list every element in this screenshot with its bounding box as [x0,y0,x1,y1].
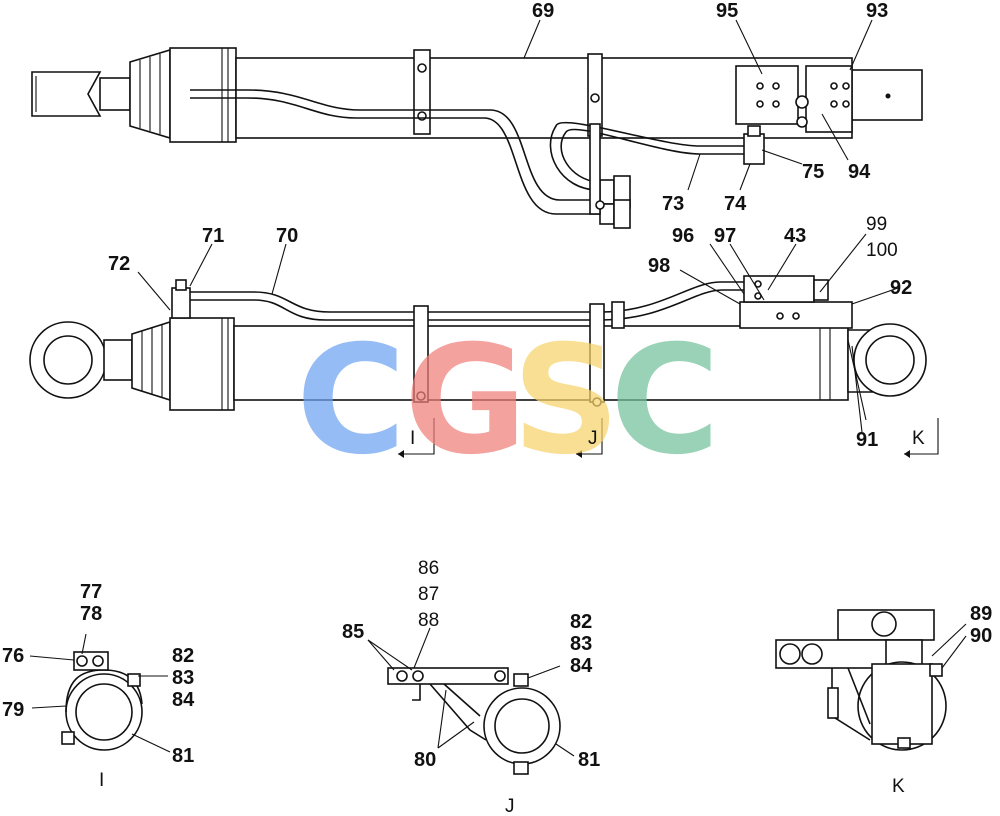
top-rod-end [31,71,102,117]
middle-pipe-70 [190,281,744,313]
callout-73: 73 [662,193,684,215]
callout-90: 90 [970,625,992,647]
view-caption-K: K [892,776,905,797]
callout-93: 93 [866,0,888,22]
view-K [775,609,947,751]
leader-lines [29,19,967,757]
callout-98: 98 [648,255,670,277]
callout-97: 97 [714,225,736,247]
section-mark-K [904,418,939,455]
view-I [61,651,143,751]
top-pipe-73 [190,89,600,201]
callout-76: 76 [2,645,24,667]
callout-82-view-I: 82 [172,645,194,667]
top-cylinder-head [169,47,237,143]
callout-83-view-J: 83 [570,633,592,655]
section-mark-J [576,418,603,455]
callout-92: 92 [890,277,912,299]
callout-91: 91 [856,429,878,451]
top-fitting-lower [613,199,631,229]
callout-83-view-I: 83 [172,667,194,689]
callout-85: 85 [342,621,364,643]
callout-69: 69 [532,0,554,22]
callout-43: 43 [784,225,806,247]
middle-valve-43 [743,275,815,303]
top-valve-block-2 [805,65,853,133]
callout-74: 74 [724,193,747,215]
callout-80: 80 [414,749,436,771]
top-pipe-73b [190,97,600,215]
top-valve-block [735,65,799,125]
middle-link-91 [847,339,867,421]
callout-numbers: 69 95 93 75 94 73 74 71 70 72 96 97 43 9… [2,0,992,771]
callout-81-view-I: 81 [172,745,194,767]
callout-82-view-J: 82 [570,611,592,633]
top-rod [99,77,131,111]
middle-clamp-I [413,305,429,403]
view-captions: I J K [99,770,905,816]
watermark-letter-4: C [610,314,720,488]
middle-cylinder-tube [233,325,849,401]
middle-rod [103,339,133,381]
section-letter-J: J [588,428,598,449]
callout-89: 89 [970,603,992,625]
view-J [387,667,561,775]
middle-gland [131,320,171,402]
top-pipe-74 [549,121,752,191]
section-mark-letters: I J K [410,428,925,449]
callout-86: 86 [418,558,439,579]
watermark: C G S C [296,314,720,488]
callout-100: 100 [866,240,898,261]
middle-fitting-71 [171,287,191,319]
callout-77: 77 [80,581,102,603]
watermark-letter-1: C [296,314,406,488]
section-letter-K: K [912,428,925,449]
callout-95: 95 [716,0,738,22]
callout-72: 72 [108,253,130,275]
top-elbow-75 [743,133,765,165]
callout-94: 94 [848,161,871,183]
top-pipe-74b [560,128,752,183]
middle-cylinder-assembly [29,275,939,458]
section-letter-I: I [410,428,415,449]
callout-81-view-J: 81 [578,749,600,771]
view-caption-I: I [99,770,104,791]
middle-cylinder-head [169,317,235,411]
callout-84-view-I: 84 [172,689,195,711]
callout-87: 87 [418,584,439,605]
watermark-letter-3: S [512,314,620,488]
callout-99: 99 [866,214,887,235]
callout-71: 71 [202,225,224,247]
top-cylinder-assembly [31,47,923,229]
callout-84-view-J: 84 [570,655,593,677]
callout-79: 79 [2,699,24,721]
callout-78: 78 [80,603,102,625]
callout-88: 88 [418,610,439,631]
view-caption-J: J [505,796,515,816]
callout-75: 75 [802,161,824,183]
watermark-letter-2: G [404,314,527,488]
section-mark-I [398,418,435,455]
callout-96: 96 [672,225,694,247]
callout-70: 70 [276,225,298,247]
top-tube-clamp-1 [413,49,431,135]
